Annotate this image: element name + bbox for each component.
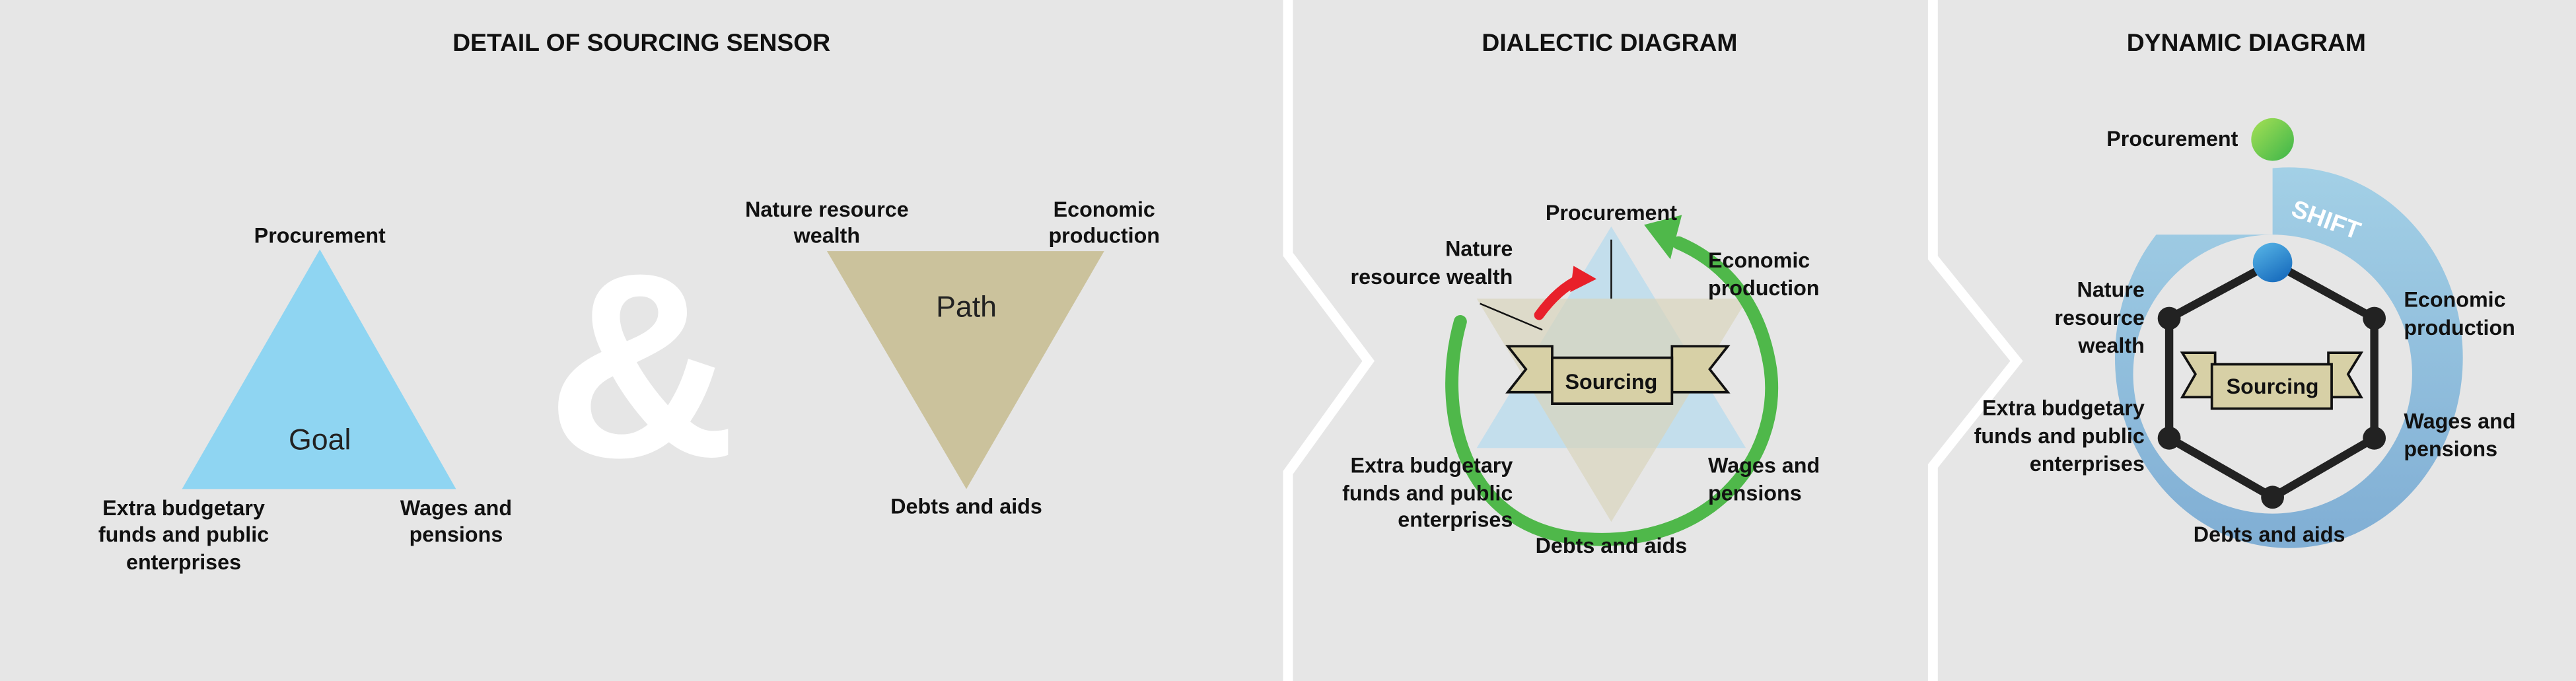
nature-resource-label: Nature bbox=[2077, 278, 2145, 302]
debts-aids-label: Debts and aids bbox=[1536, 534, 1688, 557]
procurement-label: Procurement bbox=[2106, 127, 2238, 151]
debts-aids-label: Debts and aids bbox=[2194, 522, 2345, 546]
hexagon-node bbox=[2363, 426, 2386, 450]
panel-sourcing-sensor: DETAIL OF SOURCING SENSOR Goal Procureme… bbox=[98, 28, 1160, 574]
current-position-node bbox=[2252, 242, 2293, 283]
extra-budgetary-label-line: enterprises bbox=[126, 550, 241, 574]
hexagon-node bbox=[2157, 306, 2181, 330]
wages-label-line: pensions bbox=[410, 522, 503, 546]
economic-production-label: Economic bbox=[2404, 288, 2505, 312]
wages-label-line: pensions bbox=[1708, 482, 1802, 505]
wages-label: Wages and bbox=[400, 496, 512, 520]
economic-production-label-line: production bbox=[1708, 276, 1820, 300]
panel-title: DETAIL OF SOURCING SENSOR bbox=[452, 28, 830, 56]
wages-label: Wages and bbox=[2404, 409, 2515, 433]
economic-production-label-line: production bbox=[1048, 224, 1160, 248]
nature-resource-label-line: resource bbox=[2054, 306, 2144, 330]
debts-aids-label: Debts and aids bbox=[890, 495, 1042, 519]
extra-budgetary-label-line: enterprises bbox=[2030, 452, 2145, 476]
goal-triangle bbox=[182, 249, 456, 489]
hexagon-node bbox=[2261, 485, 2284, 509]
procurement-target-node bbox=[2251, 118, 2294, 161]
sourcing-label: Sourcing bbox=[1565, 370, 1657, 394]
sourcing-banner: Sourcing bbox=[1505, 345, 1731, 406]
path-triangle bbox=[826, 251, 1104, 489]
wages-label-line: pensions bbox=[2404, 437, 2497, 461]
panel-dialectic-diagram: DIALECTIC DIAGRAM Sourcing Procurement N… bbox=[1342, 28, 1820, 557]
wages-label: Wages and bbox=[1708, 453, 1820, 477]
hexagon-node bbox=[2363, 306, 2386, 330]
extra-budgetary-label: Extra budgetary bbox=[102, 496, 265, 520]
extra-budgetary-label-line: funds and public bbox=[1342, 482, 1513, 505]
red-arrowhead-icon bbox=[1570, 266, 1597, 293]
sourcing-banner: Sourcing bbox=[2180, 351, 2364, 410]
hexagon-node bbox=[2157, 426, 2181, 450]
sourcing-label: Sourcing bbox=[2227, 375, 2319, 398]
procurement-label: Procurement bbox=[254, 224, 386, 248]
panel-separator-chevron bbox=[1283, 0, 1375, 681]
extra-budgetary-label-line: funds and public bbox=[1974, 424, 2145, 448]
cycle-arrowhead-icon bbox=[1644, 215, 1682, 260]
nature-resource-label: Nature bbox=[1445, 237, 1513, 261]
economic-production-label-line: production bbox=[2404, 316, 2515, 340]
cycle-arrow bbox=[1445, 236, 1778, 546]
extra-budgetary-label: Extra budgetary bbox=[1351, 453, 1513, 477]
nature-resource-label-line: resource wealth bbox=[1351, 265, 1513, 289]
economic-production-label: Economic bbox=[1054, 197, 1155, 221]
extra-budgetary-label-line: funds and public bbox=[98, 522, 269, 546]
panel-dynamic-diagram: DYNAMIC DIAGRAM SHIFT Procurement Sourci… bbox=[1974, 28, 2516, 548]
leader-line bbox=[1480, 303, 1543, 331]
extra-budgetary-label-line: enterprises bbox=[1398, 507, 1513, 531]
ampersand: & bbox=[547, 219, 736, 513]
shift-ring bbox=[2114, 167, 2463, 548]
nature-resource-label: Nature resource bbox=[745, 197, 909, 221]
procurement-label: Procurement bbox=[1546, 201, 1677, 225]
nature-resource-label-line: wealth bbox=[793, 224, 860, 248]
path-label: Path bbox=[936, 291, 997, 323]
nature-resource-label-line: wealth bbox=[2077, 334, 2144, 357]
extra-budgetary-label: Extra budgetary bbox=[1982, 396, 2145, 420]
economic-production-label: Economic bbox=[1708, 248, 1810, 272]
panel-title: DIALECTIC DIAGRAM bbox=[1482, 28, 1737, 56]
panel-title: DYNAMIC DIAGRAM bbox=[2127, 28, 2366, 56]
panel-separator-chevron bbox=[1927, 0, 2023, 681]
goal-label: Goal bbox=[289, 424, 351, 456]
